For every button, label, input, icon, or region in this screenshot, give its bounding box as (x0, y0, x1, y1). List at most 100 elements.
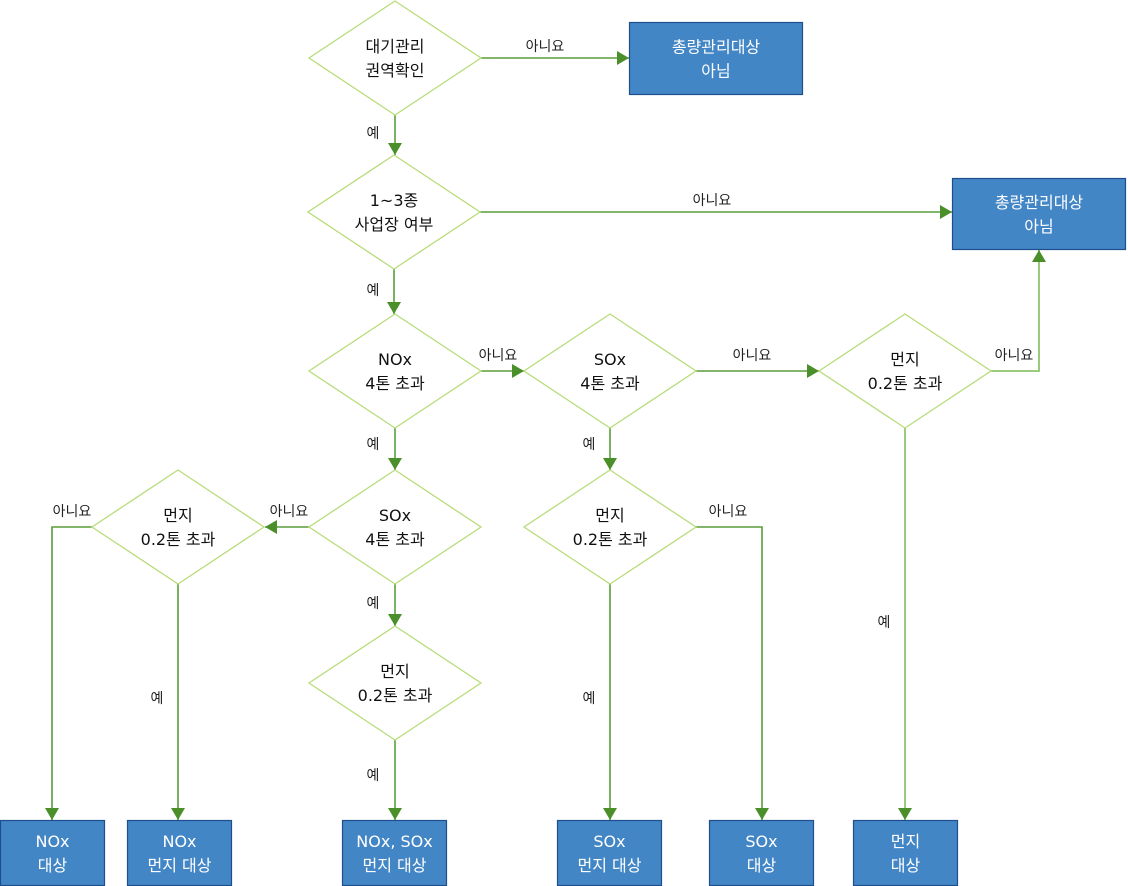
arrowhead-icon (940, 205, 952, 219)
decision-diamond (817, 313, 993, 429)
result-text: 먼지 대상 (148, 856, 212, 875)
connector-d5-r8 (898, 428, 912, 820)
connector-d2-r2 (480, 205, 952, 219)
arrowhead-icon (807, 364, 819, 378)
decision-diamond (522, 313, 698, 429)
decision-text: 먼지 (380, 662, 409, 681)
result-box (556, 819, 663, 886)
decision-text: 먼지 (890, 350, 919, 369)
connector-d5-r2 (991, 250, 1046, 372)
connector-d3-d4 (481, 364, 524, 378)
connector-d3-d6 (388, 428, 402, 470)
yes-label: 예 (367, 768, 380, 784)
decision-text: SOx (594, 350, 626, 369)
arrowhead-icon (617, 51, 629, 65)
arrowhead-icon (388, 614, 402, 626)
result-r5: NOx, SOx 먼지 대상 (341, 819, 448, 886)
yes-label: 예 (367, 126, 380, 142)
arrowhead-icon (388, 458, 402, 470)
connector-d1-d2 (388, 115, 402, 155)
yes-label: 예 (367, 437, 380, 453)
result-text: 대상 (38, 856, 68, 875)
arrowhead-icon (1032, 250, 1046, 262)
decision-text: 4톤 초과 (580, 374, 640, 393)
connector-d4-d5 (696, 364, 819, 378)
connector-d8-r6 (603, 584, 617, 820)
no-label: 아니요 (693, 193, 732, 209)
no-label: 아니요 (270, 504, 309, 520)
result-box (852, 819, 959, 886)
decision-text: 사업장 여부 (355, 215, 434, 234)
yes-label: 예 (367, 283, 380, 299)
connector-d6-d7 (265, 520, 309, 534)
connector-d6-d9 (388, 584, 402, 626)
connector-d2-d3 (387, 269, 401, 314)
decision-text: 1~3종 (370, 191, 419, 210)
connector-d1-r1 (481, 51, 629, 65)
decision-d3: NOx 4톤 초과 (307, 313, 483, 429)
connector-line (991, 250, 1040, 372)
arrowhead-icon (388, 143, 402, 155)
result-r7: SOx 대상 (708, 819, 815, 886)
no-label: 아니요 (709, 504, 748, 520)
result-box (708, 819, 815, 886)
decision-text: 0.2톤 초과 (573, 530, 648, 549)
decision-diamond (307, 469, 483, 585)
decision-d4: SOx 4톤 초과 (522, 313, 698, 429)
decision-text: 4톤 초과 (365, 374, 425, 393)
arrowhead-icon (171, 808, 185, 820)
result-text: NOx, SOx (356, 832, 432, 851)
decision-diamond (307, 313, 483, 429)
result-text: 아님 (701, 62, 730, 81)
result-text: SOx (745, 832, 777, 851)
decision-text: 대기관리 (366, 37, 425, 56)
result-box (628, 21, 804, 96)
decision-text: 4톤 초과 (365, 530, 425, 549)
result-text: 총량관리대상 (995, 193, 1084, 212)
decision-text: SOx (379, 506, 411, 525)
decision-text: NOx (378, 350, 412, 369)
no-label: 아니요 (53, 504, 92, 520)
result-text: 아님 (1024, 217, 1053, 236)
connector-d7-r3 (45, 526, 92, 820)
decision-d5: 먼지 0.2톤 초과 (817, 313, 993, 429)
decision-diamond (306, 154, 482, 270)
connector-d9-r5 (388, 740, 402, 820)
yes-label: 예 (367, 596, 380, 612)
decision-diamond (90, 469, 266, 585)
decision-text: 0.2톤 초과 (358, 686, 433, 705)
decision-d7: 먼지0.2톤 초과 (90, 469, 266, 585)
decision-text: 0.2톤 초과 (141, 530, 216, 549)
result-text: 먼지 대상 (363, 856, 427, 875)
result-box (341, 819, 448, 886)
result-box (0, 819, 106, 886)
decision-text: 먼지 (595, 506, 624, 525)
result-text: 총량관리대상 (672, 38, 761, 57)
decision-text: 0.2톤 초과 (868, 374, 943, 393)
result-text: 먼지 대상 (578, 856, 642, 875)
arrowhead-icon (603, 808, 617, 820)
result-text: 먼지 (891, 832, 920, 851)
connector-line (51, 526, 92, 820)
connector-d8-r7 (695, 526, 769, 820)
connector-d4-d8 (603, 428, 617, 470)
decision-d9: 먼지 0.2톤 초과 (307, 625, 483, 741)
yes-label: 예 (151, 691, 164, 707)
no-label: 아니요 (526, 39, 565, 55)
arrowhead-icon (265, 520, 277, 534)
decision-diamond (307, 625, 483, 741)
result-box (951, 177, 1127, 251)
no-label: 아니요 (995, 348, 1034, 364)
connector-d7-r4 (171, 584, 185, 820)
result-text: 대상 (747, 856, 777, 875)
result-text: 대상 (891, 856, 921, 875)
decision-text: 권역확인 (366, 61, 425, 80)
